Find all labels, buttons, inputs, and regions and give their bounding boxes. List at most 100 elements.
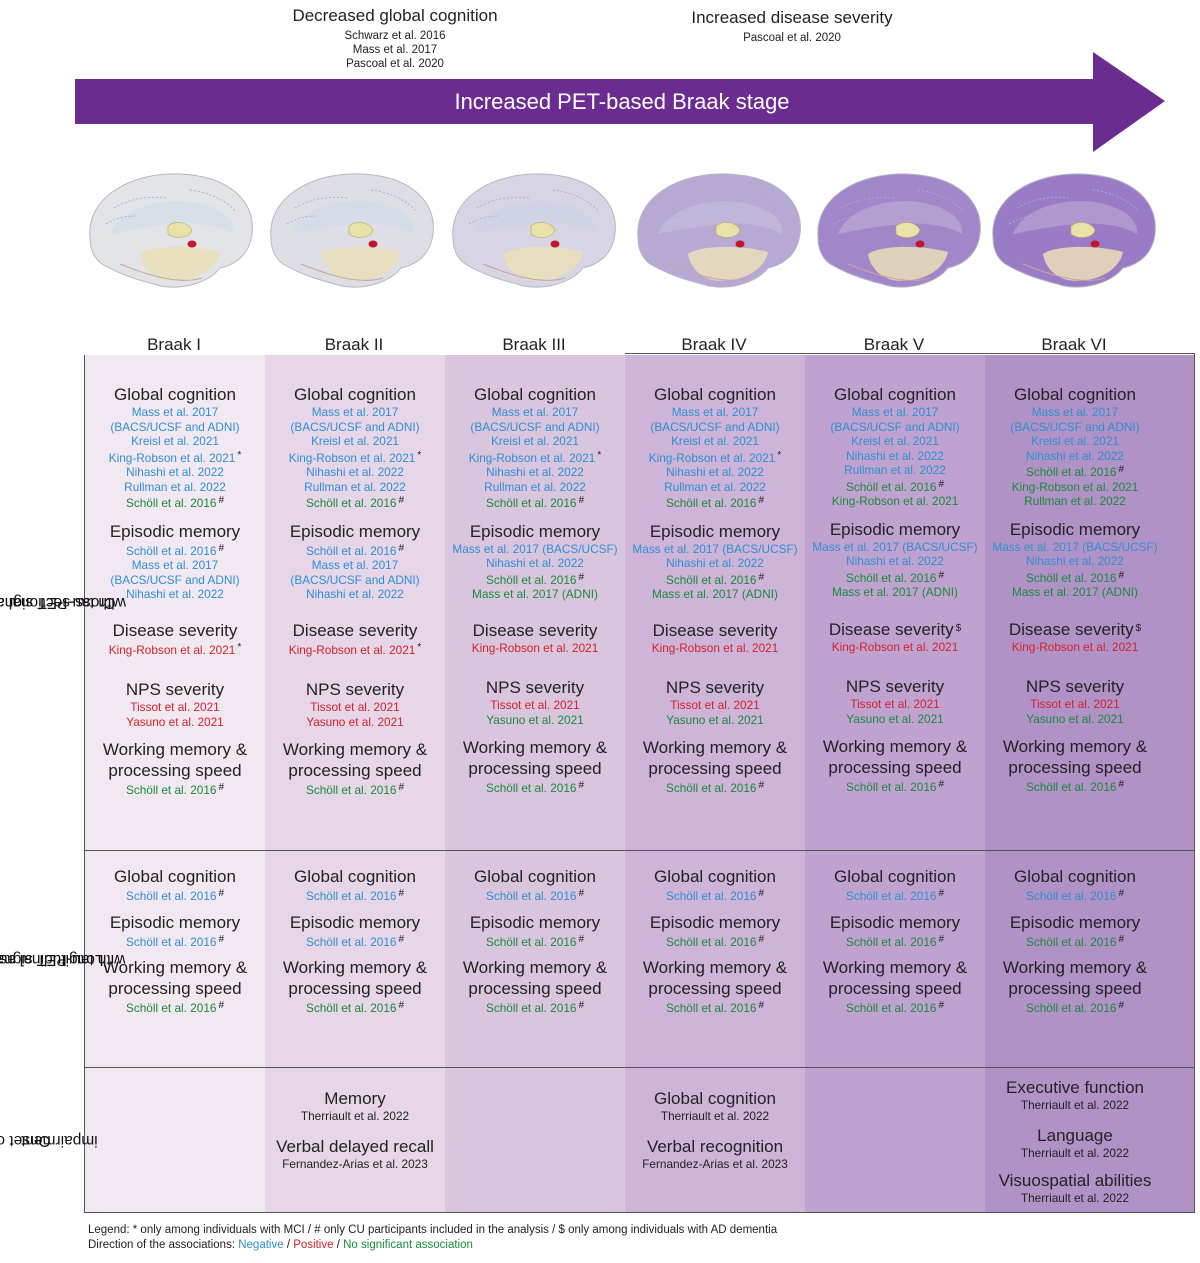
reference-text: Therriault et al. 2022: [1020, 1191, 1130, 1205]
footnote-marker: #: [218, 1000, 225, 1011]
reference-text: Mass et al. 2017: [491, 405, 579, 419]
reference-text: Yasuno et al. 2021: [666, 712, 764, 727]
footnote-marker: #: [938, 933, 945, 945]
reference-text: Yasuno et al. 2021: [306, 714, 404, 729]
reference-text: King-Robson et al. 2021: [1011, 479, 1139, 494]
reference-text: Mass et al. 2017: [131, 405, 219, 419]
reference-text: Nihashi et al. 2022: [486, 465, 584, 479]
reference-text: Mass et al. 2017: [131, 558, 219, 572]
reference: (BACS/UCSF and ADNI): [86, 420, 264, 435]
domain-heading: processing speed: [806, 757, 984, 778]
reference-text: Schöll et al. 2016: [485, 496, 577, 510]
domain-heading: Verbal recognition: [626, 1136, 804, 1157]
footnote-marker: #: [938, 569, 945, 581]
domain-heading-text: Global cognition: [834, 867, 956, 886]
domain-heading: Global cognition: [626, 866, 804, 887]
domain-heading-text: Disease severity: [1008, 619, 1134, 639]
reference-text: Nihashi et al. 2022: [666, 556, 764, 570]
reference: Mass et al. 2017 (ADNI): [986, 585, 1164, 600]
domain-heading-text: NPS severity: [845, 677, 945, 696]
table-border-bottom: [84, 1212, 1195, 1213]
domain-heading-text: processing speed: [108, 761, 242, 780]
domain-heading-text: Global cognition: [114, 867, 236, 886]
domain-heading: Working memory &: [806, 957, 984, 978]
footnote-marker: #: [578, 495, 585, 506]
domain-heading-text: processing speed: [648, 979, 782, 998]
reference-text: King-Robson et al. 2021: [648, 450, 776, 465]
reference: Schöll et al. 2016#: [986, 887, 1164, 904]
reference: Nihashi et al. 2022: [986, 554, 1164, 569]
reference: Schöll et al. 2016#: [986, 778, 1164, 795]
row-divider: [84, 850, 1195, 851]
domain-heading-text: Global cognition: [654, 1089, 776, 1108]
reference: Schöll et al. 2016#: [266, 781, 444, 798]
reference-text: Tissot et al. 2021: [1030, 697, 1120, 711]
domain-heading-text: processing speed: [1008, 758, 1142, 777]
domain-heading-text: processing speed: [288, 979, 422, 998]
reference: Yasuno et al. 2021: [266, 715, 444, 730]
domain-heading: NPS severity: [446, 677, 624, 698]
reference: Schöll et al. 2016#: [86, 933, 264, 950]
footnote-marker: *: [777, 449, 782, 461]
reference-text: Schöll et al. 2016: [1025, 934, 1117, 949]
domain-heading-text: Episodic memory: [829, 912, 961, 932]
footnote-marker: #: [398, 495, 405, 506]
footnote-marker: #: [938, 888, 945, 899]
domain-heading: Disease severity: [86, 620, 264, 641]
reference-text: Tissot et al. 2021: [130, 700, 220, 714]
reference-text: Schöll et al. 2016: [485, 934, 577, 949]
reference: Schöll et al. 2016#: [446, 933, 624, 950]
reference: Schöll et al. 2016#: [626, 887, 804, 904]
reference-text: King-Robson et al. 2021: [831, 639, 959, 654]
footnote-marker: #: [578, 1000, 585, 1011]
domain-heading-text: Working memory &: [1002, 737, 1148, 756]
reference-text: Mass et al. 2017: [851, 405, 939, 419]
domain-heading-text: Global cognition: [114, 385, 236, 404]
domain-heading: Working memory &: [986, 957, 1164, 978]
reference-text: Mass et al. 2017 (BACS/UCSF): [992, 539, 1158, 554]
reference: Schöll et al. 2016#: [446, 887, 624, 904]
reference: Schöll et al. 2016#: [86, 542, 264, 559]
footnote-marker: *: [597, 449, 602, 461]
reference-text: Mass et al. 2017: [311, 558, 399, 572]
domain-heading-text: Verbal recognition: [646, 1136, 784, 1156]
reference-text: Schöll et al. 2016: [485, 572, 577, 587]
reference: Schöll et al. 2016#: [986, 999, 1164, 1016]
reference-text: Schöll et al. 2016: [485, 781, 577, 795]
reference-text: Nihashi et al. 2022: [126, 587, 224, 601]
footnote-marker: #: [1118, 888, 1125, 899]
arrow-shape: [75, 52, 1165, 152]
reference: Rullman et al. 2022: [986, 494, 1164, 509]
domain-heading: processing speed: [266, 760, 444, 781]
reference-text: Schöll et al. 2016: [125, 934, 217, 949]
row-label-line: impairment: [20, 1131, 98, 1149]
domain-heading-text: processing speed: [288, 761, 422, 780]
footnote-marker: #: [758, 571, 765, 583]
braak-column-header: Braak V: [863, 335, 925, 354]
domain-heading-text: processing speed: [828, 979, 962, 998]
reference: King-Robson et al. 2021: [986, 640, 1164, 655]
row-label-onset: Onset ofimpairment: [0, 1068, 97, 1212]
domain-heading-text: Global cognition: [654, 867, 776, 886]
reference: Therriault et al. 2022: [626, 1109, 804, 1124]
domain-heading-text: Episodic memory: [829, 519, 961, 539]
reference-text: Rullman et al. 2022: [1024, 494, 1126, 508]
reference-text: King-Robson et al. 2021: [651, 640, 779, 655]
reference: Schöll et al. 2016#: [446, 779, 624, 796]
reference-text: Nihashi et al. 2022: [306, 587, 404, 601]
reference: Nihashi et al. 2022: [806, 449, 984, 464]
